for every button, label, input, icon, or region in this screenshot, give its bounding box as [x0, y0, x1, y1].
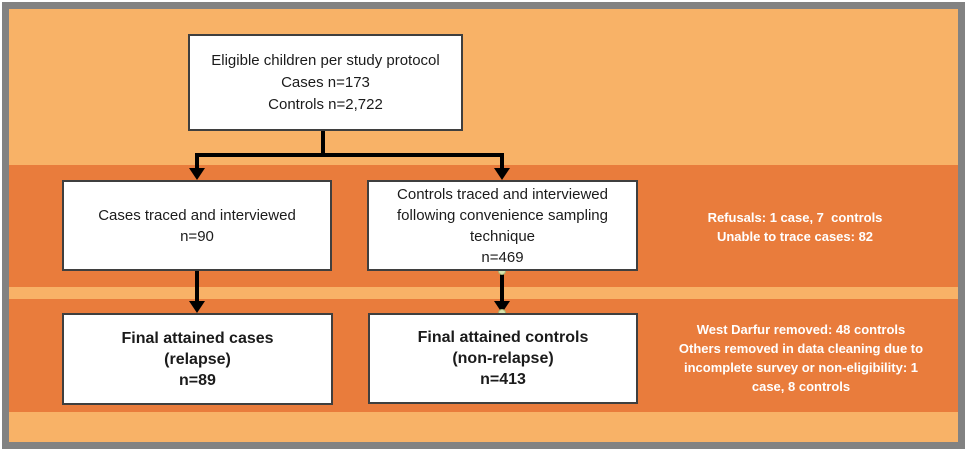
node-text-line: Controls n=2,722 [268, 95, 383, 113]
arrowhead-to-cases-icon [189, 168, 205, 180]
background-stripe [9, 287, 958, 299]
node-text-line: (non-relapse) [452, 350, 554, 367]
annotation-refusals: Refusals: 1 case, 7 controls Unable to t… [650, 208, 940, 246]
annotation-text-line: Refusals: 1 case, 7 controls [707, 210, 883, 225]
node-text-line: Controls traced and interviewed [397, 185, 608, 203]
connector-cases-to-final [195, 271, 199, 303]
node-text-line: n=413 [480, 371, 526, 388]
node-final-controls: Final attained controls (non-relapse) n=… [368, 313, 638, 404]
annotation-text-line: case, 8 controls [751, 379, 851, 394]
connector-top-stub [321, 131, 325, 155]
node-text-line: Cases traced and interviewed [98, 206, 296, 224]
node-text-line: n=469 [481, 248, 524, 266]
node-text-line: technique [469, 227, 536, 245]
annotation-text-line: Others removed in data cleaning due to [678, 341, 924, 356]
node-text-line: Final attained cases [121, 329, 274, 347]
annotation-removed: West Darfur removed: 48 controls Others … [648, 320, 954, 396]
annotation-text-line: Unable to trace cases: 82 [716, 229, 874, 244]
arrowhead-to-controls-icon [494, 168, 510, 180]
node-eligible-children: Eligible children per study protocol Cas… [188, 34, 463, 131]
connector-split-horizontal [195, 153, 504, 157]
background-band-bottom [9, 412, 958, 442]
connector-drop-right [500, 153, 504, 170]
connector-controls-to-final [500, 271, 504, 303]
node-final-cases: Final attained cases (relapse) n=89 [62, 313, 333, 405]
annotation-text-line: West Darfur removed: 48 controls [696, 322, 906, 337]
arrowhead-to-final-cases-icon [189, 301, 205, 313]
node-text-line: Final attained controls [417, 329, 589, 346]
node-text-line: (relapse) [164, 350, 231, 368]
connector-drop-left [195, 153, 199, 170]
node-text-line: following convenience sampling [397, 206, 608, 224]
node-text-line: n=90 [180, 227, 214, 245]
annotation-text-line: incomplete survey or non-eligibility: 1 [683, 360, 919, 375]
node-controls-traced: Controls traced and interviewed followin… [367, 180, 638, 271]
node-text-line: n=89 [179, 371, 216, 389]
background-band-top [9, 9, 958, 165]
node-text-line: Eligible children per study protocol [211, 51, 440, 69]
node-text-line: Cases n=173 [281, 73, 370, 91]
node-cases-traced: Cases traced and interviewed n=90 [62, 180, 332, 271]
